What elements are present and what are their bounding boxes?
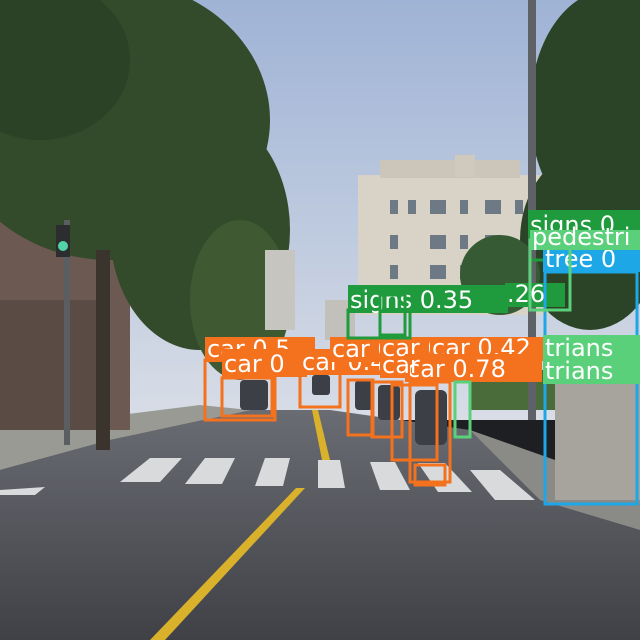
building-left-lower <box>0 300 110 430</box>
detection-signs: .26 <box>378 280 565 337</box>
tree-trunk <box>96 250 110 450</box>
label-background <box>543 335 640 361</box>
sidewalk-left <box>0 405 250 470</box>
label-background <box>222 349 307 377</box>
label-background <box>505 283 565 307</box>
detection-car: car <box>380 351 447 487</box>
signal-pole <box>64 220 70 445</box>
wall-right <box>555 380 640 500</box>
bounding-box <box>220 376 274 418</box>
detection-pedestrians: pedestri <box>528 223 640 312</box>
label-background <box>405 354 542 382</box>
bounding-box <box>413 463 447 487</box>
detection-car: car 0.78 <box>405 354 542 484</box>
label-background <box>348 285 508 313</box>
detection-label: trians <box>545 357 613 385</box>
detection-signs: signs 0.35 <box>346 285 508 340</box>
detection-label: pedestri <box>532 223 630 251</box>
bounding-box <box>378 293 407 337</box>
center-lines <box>150 410 330 640</box>
detection-label: signs 0.35 <box>350 286 473 314</box>
building-far <box>265 250 295 330</box>
bounding-box <box>390 383 439 462</box>
detection-label: .26 <box>507 280 545 308</box>
label-background <box>380 358 410 378</box>
detection-label: trians <box>545 334 613 362</box>
bounding-box <box>453 380 472 439</box>
parked-cars <box>240 375 447 445</box>
detection-label: car 0.78 <box>407 355 506 383</box>
bounding-box <box>370 380 404 439</box>
label-background <box>543 360 640 384</box>
green-light <box>58 241 68 251</box>
detection-label: car <box>382 351 420 379</box>
detection-label: car 0 <box>224 350 285 378</box>
detection-pedestrians: trians <box>543 334 640 382</box>
detection-pedestrians: trians <box>453 357 640 439</box>
label-background <box>530 230 640 250</box>
detection-car: car 0 <box>220 349 307 418</box>
